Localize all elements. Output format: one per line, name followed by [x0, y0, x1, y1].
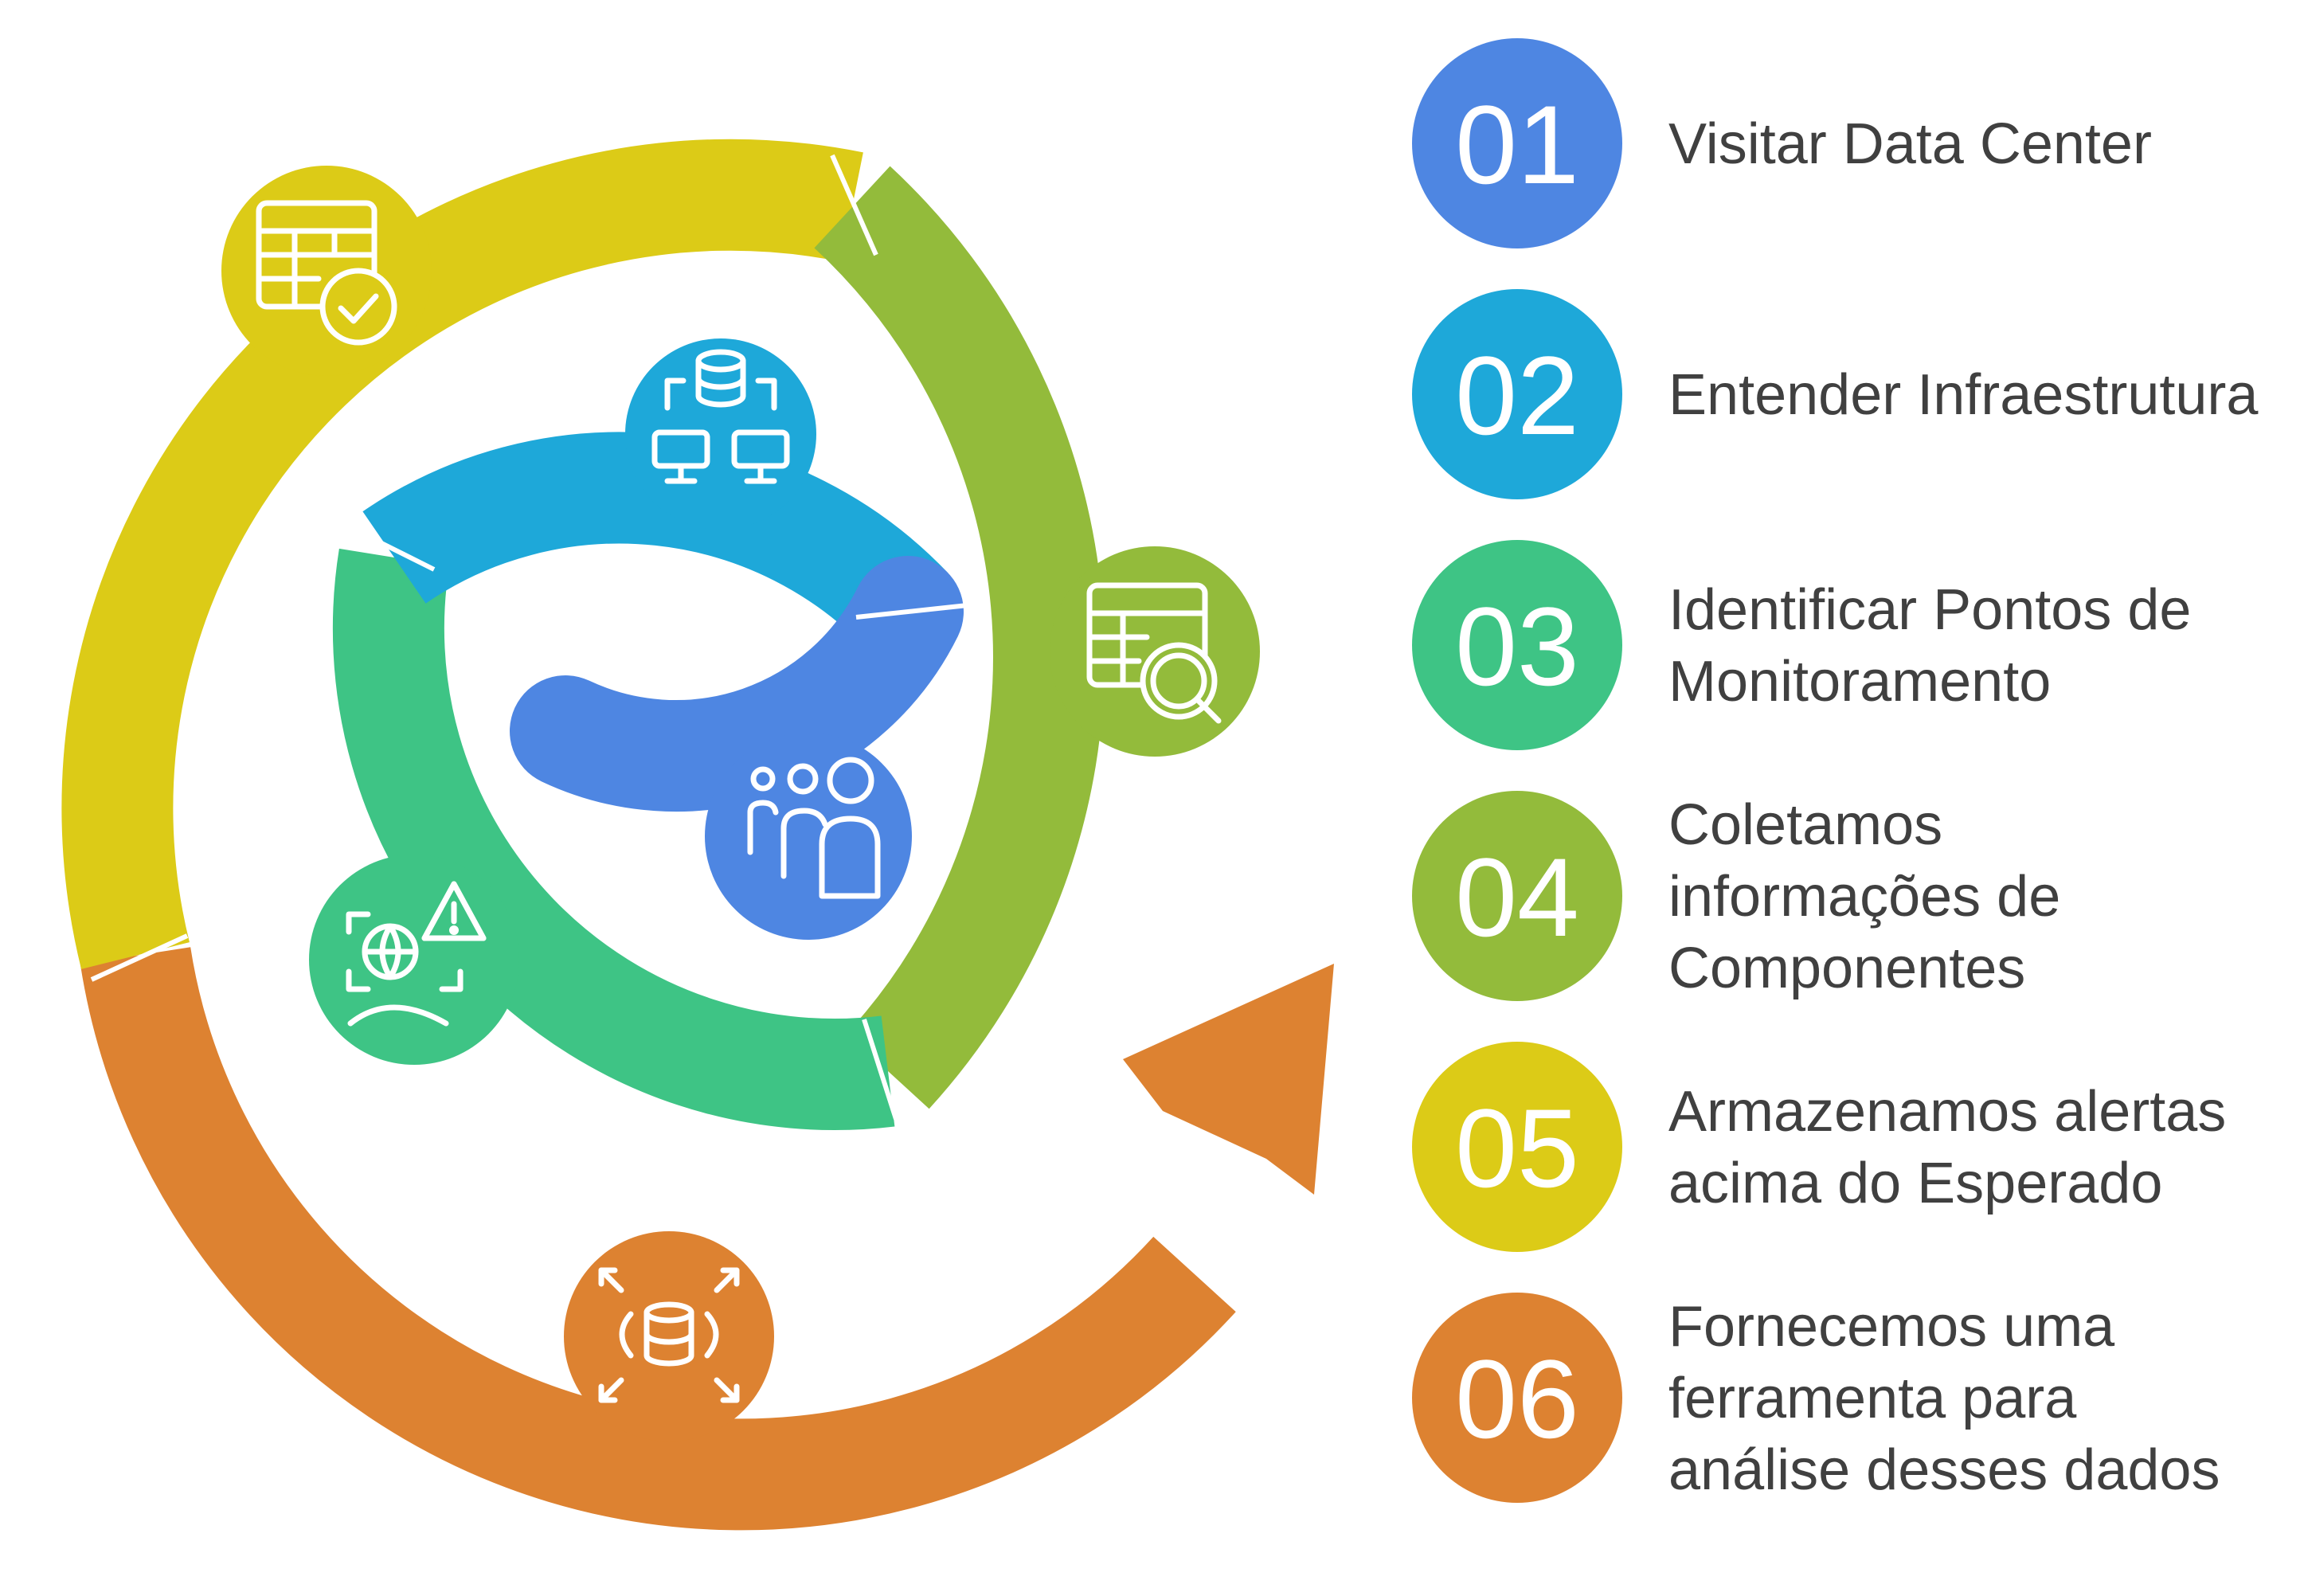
step-05: 05 Armazenamos alertas acima do Esperado	[1412, 1042, 2226, 1252]
spiral-segment-06	[80, 947, 1236, 1531]
table-search-icon	[1086, 582, 1222, 724]
step-number-badge	[1412, 1042, 1622, 1252]
step-number: 06	[1455, 1336, 1579, 1461]
step-number-badge	[1412, 289, 1622, 499]
segment-dividers	[90, 154, 968, 1120]
step-label-line: Coletamos	[1668, 793, 1942, 857]
users-group-icon	[747, 757, 881, 899]
spiral-segment-02	[362, 432, 949, 651]
step-label-line: Entender Infraestrutura	[1668, 363, 2259, 427]
step-label-line: informações de	[1668, 865, 2060, 929]
spiral-badge-02	[625, 338, 816, 530]
step-label-line: Identificar Pontos de	[1668, 578, 2191, 642]
spiral-segment-04	[814, 166, 1105, 1109]
step-label-line: Armazenamos alertas	[1668, 1080, 2226, 1144]
step-label-line: Visitar Data Center	[1668, 112, 2152, 176]
spiral-badge-01	[705, 733, 912, 940]
step-label-line: Fornecemos uma	[1668, 1295, 2115, 1359]
spiral-badge-05	[221, 166, 432, 376]
step-number-badge	[1412, 38, 1622, 248]
spiral-segment-05	[61, 139, 863, 969]
step-04: 04 Coletamos informações de Componentes	[1412, 791, 2060, 1001]
spiral-segment-01	[510, 556, 964, 812]
step-label-line: Componentes	[1668, 937, 2025, 1000]
step-number-badge	[1412, 1293, 1622, 1503]
step-03: 03 Identificar Pontos de Monitoramento	[1412, 540, 2191, 750]
step-label-line: acima do Esperado	[1668, 1152, 2162, 1215]
step-label-line: ferramenta para	[1668, 1367, 2077, 1430]
globe-alert-icon	[346, 881, 487, 1027]
step-number: 03	[1455, 584, 1579, 709]
step-01: 01 Visitar Data Center	[1412, 38, 2152, 248]
step-06: 06 Fornecemos uma ferramenta para análise d…	[1412, 1293, 2220, 1503]
step-number: 02	[1455, 333, 1579, 458]
spiral-badge-03	[309, 855, 519, 1065]
step-number: 04	[1455, 835, 1579, 960]
step-02: 02 Entender Infraestrutura	[1412, 289, 2259, 499]
step-label-line: Monitoramento	[1668, 650, 2051, 714]
step-number: 01	[1455, 82, 1579, 207]
step-legend: 01 Visitar Data Center 02 Entender Infraest…	[1412, 38, 2259, 1503]
arrow-head-06	[1123, 964, 1334, 1195]
database-network-icon	[651, 349, 790, 484]
spiral-badge-06	[564, 1231, 774, 1441]
step-number: 05	[1455, 1086, 1579, 1211]
step-number-badge	[1412, 540, 1622, 750]
step-number-badge	[1412, 791, 1622, 1001]
spiral-badge-04	[1050, 546, 1260, 757]
table-check-icon	[256, 200, 397, 346]
step-label-line: análise desses dados	[1668, 1438, 2220, 1502]
database-expand-icon	[598, 1267, 740, 1403]
